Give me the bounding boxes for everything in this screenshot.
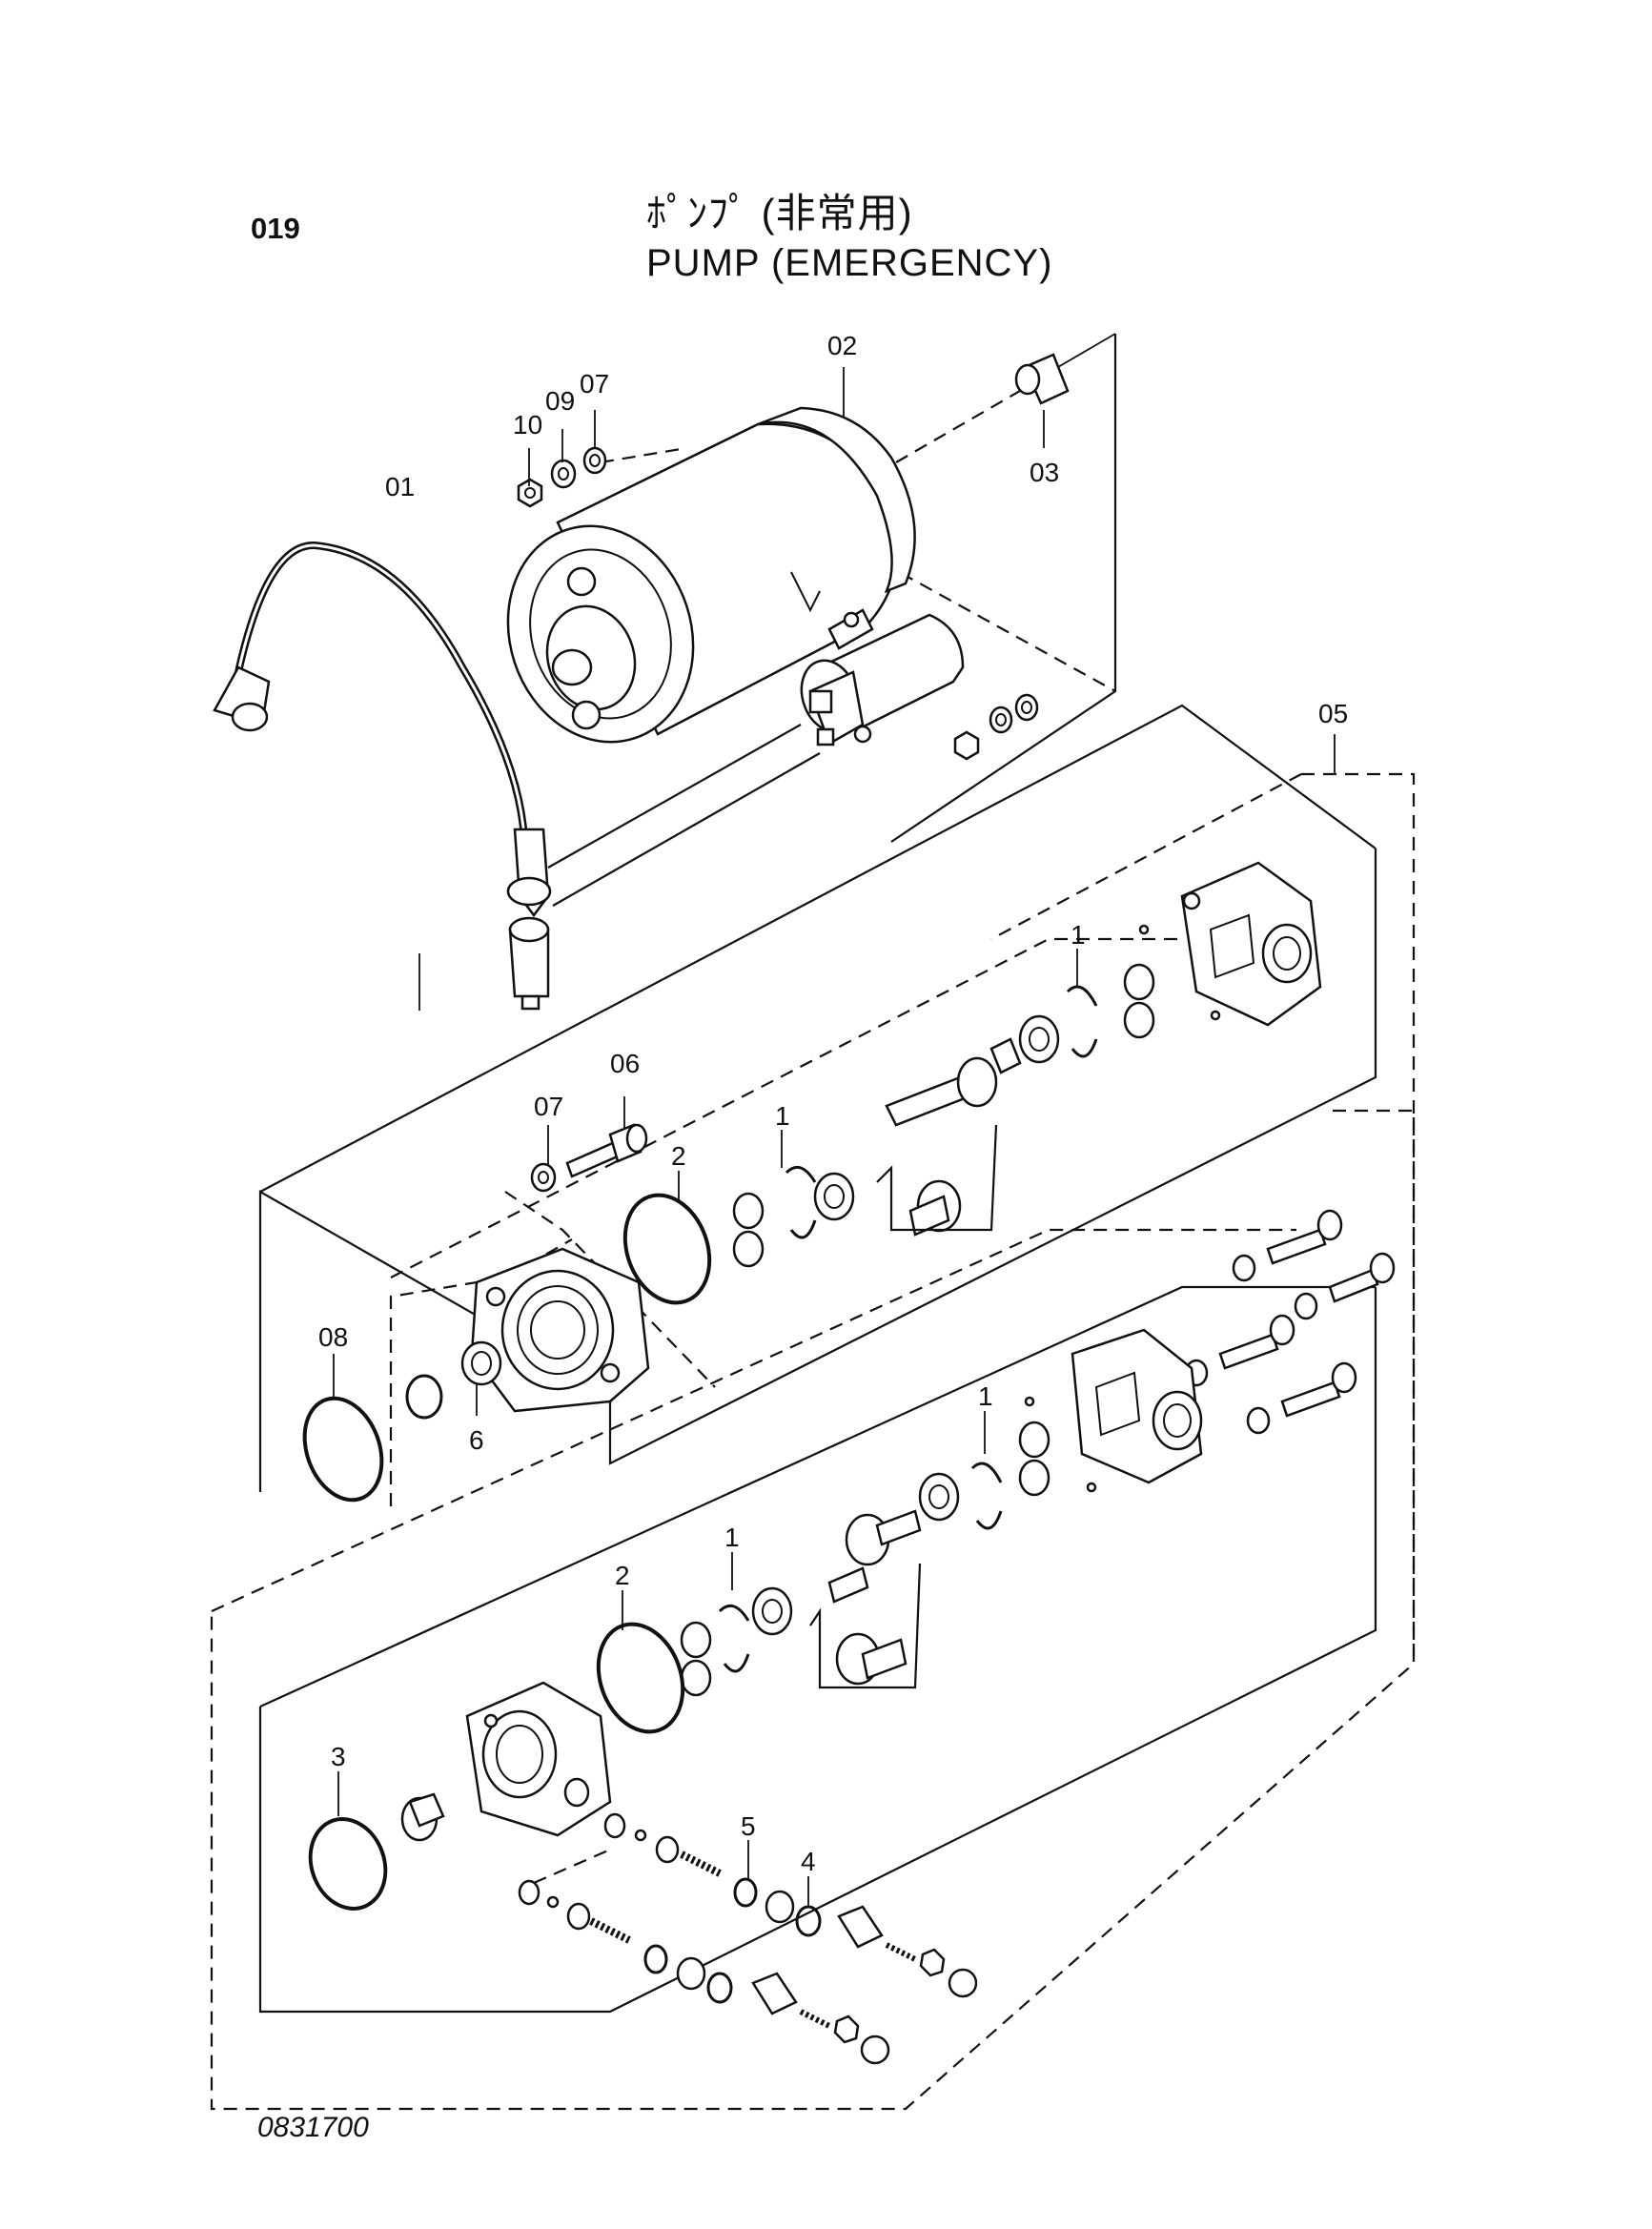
callout-09: 09	[545, 386, 575, 416]
washer-09-icon	[550, 459, 577, 489]
washer-07-top-icon	[582, 446, 607, 475]
o-ring-3-icon	[308, 1817, 388, 1911]
upper-pump-box	[258, 849, 1377, 1492]
lower-dash-axis	[211, 1228, 1296, 1613]
callout-05: 05	[1318, 699, 1348, 728]
plug-front-icon	[400, 1792, 445, 1842]
upper-gear-shaft-icon	[885, 1037, 1022, 1237]
motor-frame-line	[890, 334, 1117, 843]
frame-05-outer	[210, 772, 1416, 2111]
lower-pump-box	[258, 1287, 1377, 2014]
callout-1d: 1	[724, 1523, 740, 1552]
leader-frame-top	[1057, 333, 1116, 368]
callout-06: 06	[610, 1049, 640, 1078]
upper-right-clip-icon	[1018, 985, 1098, 1064]
callout-5: 5	[741, 1811, 756, 1841]
pump-assembly-frame	[210, 734, 1416, 2111]
lower-left-bushing-icon	[680, 1621, 712, 1697]
lower-gear-bracket	[809, 1563, 922, 1689]
callout-03: 03	[1030, 458, 1059, 487]
callout-3: 3	[331, 1742, 346, 1771]
dash-motor-right	[881, 562, 1116, 692]
drawing-number: 0831700	[257, 2112, 369, 2143]
lower-right-clip-icon	[918, 1462, 1003, 1530]
page-number: 019	[251, 212, 300, 245]
callout-1b: 1	[775, 1101, 790, 1131]
dash-motor-03	[895, 390, 1021, 463]
callout-2a: 2	[671, 1141, 686, 1171]
upper-rear-housing-icon	[1138, 861, 1322, 1027]
dash-nuts-motor	[600, 446, 687, 464]
right-bolts-icon	[1184, 1209, 1396, 1435]
upper-pump-box-top	[259, 704, 1377, 1193]
cable-line-lower	[552, 752, 821, 907]
seal-6-icon	[460, 1340, 502, 1386]
lower-gear-shaft-icon	[827, 1509, 922, 1686]
callout-1c: 1	[978, 1381, 993, 1411]
callout-07-top: 07	[580, 369, 609, 399]
relief-valve-lower-icon	[518, 1879, 890, 2065]
title-english: PUMP (EMERGENCY)	[646, 242, 1053, 284]
upper-right-bushing-icon	[1123, 963, 1155, 1039]
flange-housing-icon	[470, 1247, 650, 1413]
page-title: ﾎﾟﾝﾌﾟ (非常用) PUMP (EMERGENCY)	[646, 189, 1052, 288]
upper-bushing-icon	[732, 1192, 765, 1268]
callout-07-mid: 07	[534, 1092, 563, 1121]
callout-2b: 2	[615, 1561, 630, 1590]
callout-1a: 1	[1071, 920, 1086, 950]
callout-08: 08	[318, 1322, 348, 1352]
middle-housing-icon	[1024, 1328, 1203, 1493]
lower-right-bushing-icon	[1018, 1421, 1050, 1497]
callout-02: 02	[827, 331, 857, 360]
callout-6: 6	[469, 1425, 484, 1455]
solenoid-icon	[800, 608, 965, 746]
lower-left-clip-icon	[718, 1586, 793, 1673]
cable-assembly-icon	[213, 541, 552, 1011]
plug-03-icon	[1014, 353, 1070, 405]
lower-pump-box-top	[259, 1285, 1376, 1708]
o-ring-2-upper-icon	[622, 1193, 712, 1305]
motor-assembly	[506, 333, 1117, 843]
washer-07-mid-icon	[530, 1162, 557, 1193]
cable-line-upper	[547, 724, 802, 869]
nut-10-icon	[517, 478, 543, 508]
callout-4: 4	[801, 1847, 816, 1876]
front-housing-icon	[465, 1681, 612, 1837]
upper-dash-axis	[390, 937, 1182, 1278]
callout-01: 01	[385, 472, 415, 501]
upper-dash-bolt	[504, 1191, 716, 1388]
o-ring-08-icon	[302, 1396, 384, 1503]
relief-dash	[533, 1848, 611, 1885]
motor-icon	[506, 406, 916, 744]
upper-seal-clip-icon	[785, 1165, 855, 1239]
washer-lower-icon	[953, 693, 1039, 761]
snap-ring-icon	[405, 1374, 443, 1420]
upper-gear-bracket	[876, 1124, 998, 1232]
callout-10: 10	[513, 410, 542, 440]
frame-05-diag	[990, 773, 1302, 940]
bolt-06-icon	[565, 1123, 648, 1178]
title-japanese: ﾎﾟﾝﾌﾟ (非常用)	[646, 191, 913, 235]
